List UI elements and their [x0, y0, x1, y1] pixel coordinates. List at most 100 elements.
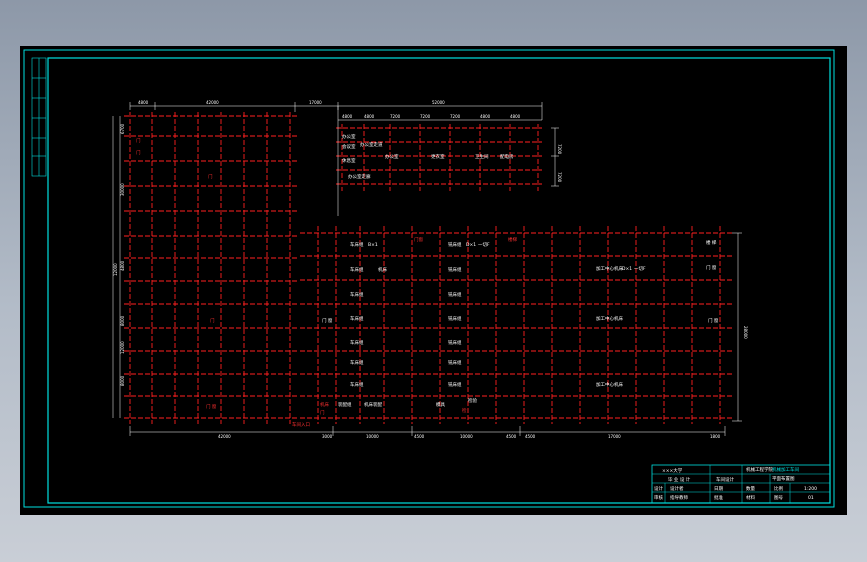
tb-approve-label: 批准 — [714, 494, 723, 501]
left-col-row-7: 车床组 — [350, 381, 364, 388]
mid-col-tag-1: D×1 — [466, 242, 476, 248]
mid-col-row-7: 铣床组 — [448, 381, 462, 388]
tb-qty-label: 数量 — [746, 485, 755, 492]
tb-row2b: 设计者 — [670, 485, 684, 492]
dim-left-4: 12000 — [113, 263, 118, 276]
mid-col-row-5: 铣床组 — [448, 339, 462, 346]
dim-right-1: 7200 — [557, 144, 562, 155]
dim-bottom-7: 4500 — [525, 434, 536, 439]
room-labels: 办公室 会议室 休息室 办公室走道 办公室 更衣室 卫生间 配电房 办公室走廊 … — [136, 133, 719, 428]
binding-strip — [31, 57, 47, 177]
tb-project: 机械加工车间 — [772, 466, 799, 473]
label-left-block-4: 门 — [210, 317, 215, 324]
dim-left-7: 8000 — [120, 375, 125, 386]
bottom-red-mark-3: 检 — [462, 407, 467, 414]
dim-right-side: 28000 — [743, 326, 748, 339]
title-block: ×××大学 机械工程学院 机械加工车间 平面布置图 毕 业 设 计 车间设计 设… — [651, 464, 831, 504]
bottom-row-1: 装配组 — [338, 401, 352, 408]
mid-col-row-6: 铣床组 — [448, 359, 462, 366]
tb-sheet: 01 — [808, 495, 814, 501]
label-top-left-1: 办公室 — [342, 133, 356, 140]
label-left-block-1: 门 — [136, 137, 141, 144]
dim-top-right-seg-6: 4800 — [480, 114, 491, 119]
tb-design-label: 设计 — [654, 485, 663, 492]
tb-row1b: 车间设计 — [716, 476, 734, 483]
bottom-row-2: 机床装配 — [364, 401, 382, 408]
tb-check-label: 审核 — [654, 494, 663, 501]
left-col-row-5: 车床组 — [350, 339, 364, 346]
inner-frame — [47, 57, 831, 504]
bottom-red-mark-2: 门 — [320, 409, 325, 416]
dim-top-left-b: 42000 — [206, 100, 219, 105]
label-top-bottom: 办公室走廊 — [348, 173, 371, 180]
label-top-mid-2: 办公室 — [385, 153, 399, 160]
dim-bottom-1: 42000 — [218, 434, 231, 439]
tb-material-label: 材料 — [746, 494, 755, 501]
dim-top-left-a: 4800 — [138, 100, 149, 105]
bottom-row-4: 检验 — [468, 397, 477, 404]
mid-col-tag-2: 一切F — [478, 241, 490, 248]
cad-canvas: 4800 42000 17000 52000 4800 4800 7200 72… — [20, 46, 847, 515]
label-far-right-1: 楼 梯 — [706, 239, 717, 246]
left-col-row-3: 车床组 — [350, 291, 364, 298]
dim-bottom-3: 10000 — [366, 434, 379, 439]
label-top-left-3: 休息室 — [342, 157, 356, 164]
dim-top-right-seg-5: 7200 — [450, 114, 461, 119]
dim-bottom-6: 4500 — [506, 434, 517, 439]
left-col-row-4: 车床组 — [350, 315, 364, 322]
mid-col-row-1: 铣床组 — [448, 241, 462, 248]
dimension-texts: 4800 42000 17000 52000 4800 4800 7200 72… — [113, 100, 748, 439]
tb-row3b: 指导教师 — [670, 494, 688, 501]
label-far-right-2: 门 窗 — [706, 264, 717, 271]
label-center-mark: 门窗 — [414, 236, 423, 243]
tb-date-label: 日期 — [714, 486, 723, 492]
label-top-mid-5: 配电房 — [500, 153, 514, 160]
label-left-block-5: 门 窗 — [206, 403, 217, 410]
label-top-mid-4: 卫生间 — [475, 153, 489, 160]
left-col-tag-1: B×1 — [368, 242, 378, 248]
left-col-tag-2: 机床 — [378, 266, 387, 273]
right-row-1: 加工中心机床 — [596, 265, 623, 272]
dim-left-2: 30000 — [120, 183, 125, 196]
label-left-block-3: 门 — [208, 173, 213, 180]
dim-top-right-seg-7: 4800 — [510, 114, 521, 119]
dim-top-right-seg-1: 4800 — [342, 114, 353, 119]
dim-top-right-total: 52000 — [432, 100, 445, 105]
tb-scale: 1:200 — [804, 486, 817, 492]
label-center-left-m: 门 窗 — [322, 317, 333, 324]
dim-top-right-seg-3: 7200 — [390, 114, 401, 119]
right-tag-1: D×1 — [622, 266, 632, 272]
dim-bottom-8: 17000 — [608, 434, 621, 439]
label-top-left-2: 会议室 — [342, 143, 356, 150]
left-col-row-1: 车床组 — [350, 241, 364, 248]
left-col-row-2: 车床组 — [350, 266, 364, 273]
dim-bottom-9: 1800 — [710, 434, 721, 439]
dimension-lines — [112, 102, 742, 436]
tb-drawing-title: 平面布置图 — [772, 475, 795, 482]
dim-top-mid: 17000 — [309, 100, 322, 105]
dim-left-6: 12000 — [120, 341, 125, 354]
floor-plan-drawing: 4800 42000 17000 52000 4800 4800 7200 72… — [23, 49, 835, 508]
tb-school: ×××大学 — [662, 467, 683, 474]
bottom-row-3: 模具 — [436, 401, 445, 408]
red-grid-layer — [124, 112, 732, 424]
dim-top-right-seg-4: 7200 — [420, 114, 431, 119]
outer-frame — [23, 49, 835, 508]
label-entrance: 车间入口 — [292, 421, 310, 428]
dim-left-5: 8000 — [120, 315, 125, 326]
right-tag-2: 一切F — [634, 265, 646, 272]
right-row-3: 加工中心机床 — [596, 381, 623, 388]
label-right-header: 楼梯 — [508, 236, 517, 243]
dim-bottom-5: 10000 — [460, 434, 473, 439]
tb-sheet-label: 图号 — [774, 495, 783, 501]
dim-left-1: 6700 — [120, 123, 125, 134]
mid-col-row-2: 铣床组 — [448, 266, 462, 273]
right-row-2: 加工中心机床 — [596, 315, 623, 322]
dim-left-3: 4800 — [120, 260, 125, 271]
dim-right-2: 7200 — [557, 172, 562, 183]
dim-bottom-4: 4500 — [414, 434, 425, 439]
label-top-mid-1: 办公室走道 — [360, 141, 383, 148]
dim-bottom-2: 3000 — [322, 434, 333, 439]
mid-col-row-4: 铣床组 — [448, 315, 462, 322]
label-left-block-2: 门 — [136, 149, 141, 156]
